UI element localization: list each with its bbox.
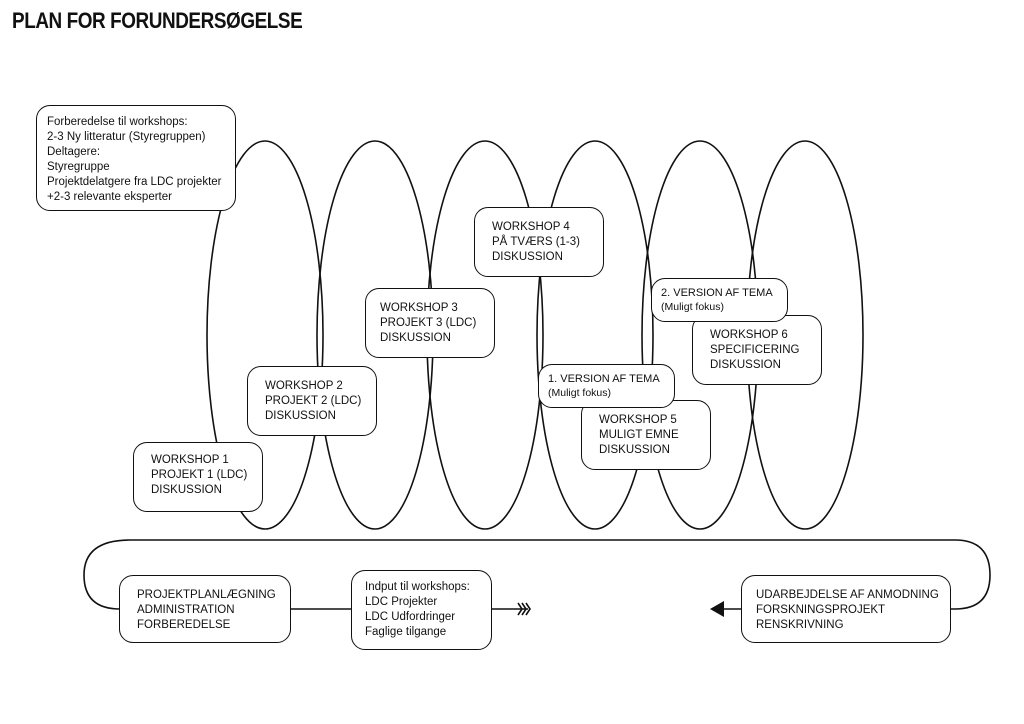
workshop-title: WORKSHOP 5 <box>599 414 677 426</box>
version-1-box: 1. VERSION AF TEMA (Muligt fokus) <box>538 364 675 408</box>
prep-line: Deltagere: <box>47 146 101 158</box>
feather-mark-3 <box>525 602 531 616</box>
workshop-project: MULIGT EMNE <box>599 429 679 441</box>
version-subtitle: (Muligt fokus) <box>548 387 612 399</box>
version-title: 1. VERSION AF TEMA <box>548 373 660 385</box>
workshop-project: PROJEKT 3 (LDC) <box>380 317 477 329</box>
input-line: LDC Udfordringer <box>365 611 456 623</box>
input-box: Indput til workshops: LDC Projekter LDC … <box>351 570 492 650</box>
feather-mark-2 <box>521 602 527 616</box>
workshop-4-box: WORKSHOP 4 PÅ TVÆRS (1-3) DISKUSSION <box>474 207 604 277</box>
planning-line: FORBEREDELSE <box>137 619 231 631</box>
workshop-activity: DISKUSSION <box>380 332 451 344</box>
page-title: PLAN FOR FORUNDERSØGELSE <box>12 8 303 33</box>
version-title: 2. VERSION AF TEMA <box>661 287 773 299</box>
planning-line: PROJEKTPLANLÆGNING <box>137 589 276 601</box>
final-box: UDARBEJDELSE AF ANMODNING FORSKNINGSPROJ… <box>741 575 951 643</box>
final-line: UDARBEJDELSE AF ANMODNING <box>756 589 939 601</box>
workshop-6-box: WORKSHOP 6 SPECIFICERING DISKUSSION <box>692 315 822 385</box>
version-subtitle: (Muligt fokus) <box>661 301 725 313</box>
workshop-2-box: WORKSHOP 2 PROJEKT 2 (LDC) DISKUSSION <box>247 366 377 436</box>
workshop-title: WORKSHOP 6 <box>710 329 788 341</box>
prep-line: 2-3 Ny litteratur (Styregruppen) <box>47 131 206 143</box>
planning-line: ADMINISTRATION <box>137 604 235 616</box>
workshop-title: WORKSHOP 2 <box>265 380 343 392</box>
input-line: Indput til workshops: <box>365 581 470 593</box>
loop-ellipse-4 <box>536 140 654 530</box>
base-track-line <box>83 539 991 610</box>
workshop-5-box: WORKSHOP 5 MULIGT EMNE DISKUSSION <box>581 400 711 470</box>
prep-line: Projektdelatgere fra LDC projekter <box>47 176 222 188</box>
prep-line: +2-3 relevante eksperter <box>47 191 172 203</box>
workshop-activity: DISKUSSION <box>492 251 563 263</box>
prep-line: Styregruppe <box>47 161 110 173</box>
workshop-3-box: WORKSHOP 3 PROJEKT 3 (LDC) DISKUSSION <box>365 288 495 358</box>
workshop-project: PROJEKT 1 (LDC) <box>151 469 248 481</box>
loop-ellipse-1 <box>206 140 324 530</box>
feather-mark-1 <box>517 602 523 616</box>
workshop-activity: DISKUSSION <box>265 410 336 422</box>
workshop-1-box: WORKSHOP 1 PROJEKT 1 (LDC) DISKUSSION <box>133 442 263 512</box>
prep-line: Forberedelse til workshops: <box>47 116 188 128</box>
prep-box: Forberedelse til workshops: 2-3 Ny litte… <box>36 105 236 211</box>
input-line: Faglige tilgange <box>365 626 447 638</box>
version-2-box: 2. VERSION AF TEMA (Muligt fokus) <box>651 278 788 322</box>
workshop-project: PÅ TVÆRS (1-3) <box>492 236 580 248</box>
workshop-title: WORKSHOP 4 <box>492 221 570 233</box>
planning-box: PROJEKTPLANLÆGNING ADMINISTRATION FORBER… <box>119 575 291 643</box>
workshop-title: WORKSHOP 3 <box>380 302 458 314</box>
workshop-project: PROJEKT 2 (LDC) <box>265 395 362 407</box>
workshop-activity: DISKUSSION <box>710 359 781 371</box>
final-line: RENSKRIVNING <box>756 619 844 631</box>
workshop-activity: DISKUSSION <box>599 444 670 456</box>
workshop-title: WORKSHOP 1 <box>151 454 229 466</box>
final-arrowhead <box>710 601 724 617</box>
workshop-project: SPECIFICERING <box>710 344 800 356</box>
input-line: LDC Projekter <box>365 596 438 608</box>
final-line: FORSKNINGSPROJEKT <box>756 604 886 616</box>
workshop-activity: DISKUSSION <box>151 484 222 496</box>
